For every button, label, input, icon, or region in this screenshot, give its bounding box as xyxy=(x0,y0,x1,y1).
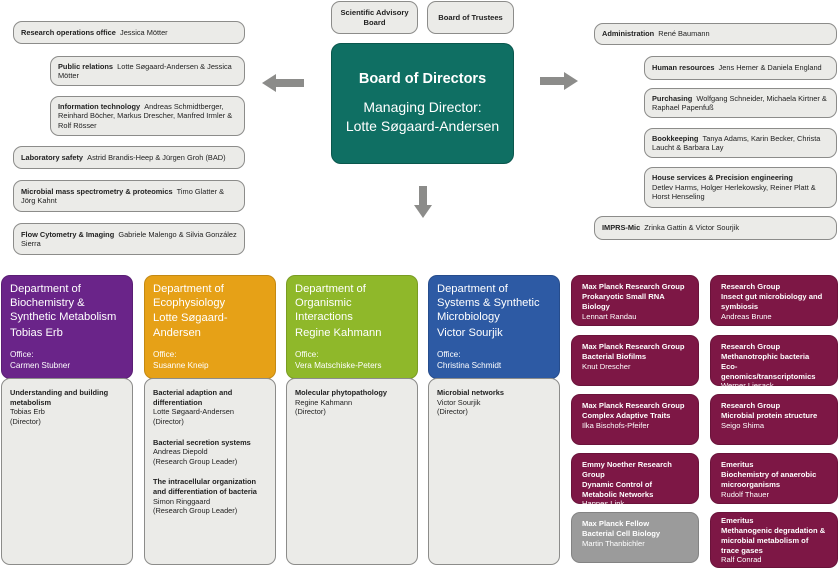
office-label: Office: xyxy=(437,350,461,359)
board-of-trustees-box: Board of Trustees xyxy=(427,1,514,34)
department-systems-header: Department of Systems & Synthetic Microb… xyxy=(428,275,560,379)
office-label: Office: xyxy=(295,350,319,359)
department-head: Regine Kahmann xyxy=(295,326,382,339)
department-name: Department of Ecophysiology xyxy=(153,283,226,310)
department-systems-groups: Microbial networks Victor Sourjik (Direc… xyxy=(428,378,560,565)
max-planck-fellow-box: Max Planck Fellow Bacterial Cell Biology… xyxy=(571,512,699,563)
unit-people: Zrinka Gattin & Victor Sourjik xyxy=(644,223,740,233)
department-head: Victor Sourjik xyxy=(437,326,503,339)
research-group-box: Emmy Noether Research Group Dynamic Cont… xyxy=(571,453,699,508)
information-technology-box: Information technology Andreas Schmidtbe… xyxy=(50,96,245,136)
unit-title: Purchasing xyxy=(652,93,693,103)
unit-people: Timo Glatter & Jörg Kahnt xyxy=(21,186,225,205)
department-organismic-header: Department of Organismic Interactions Re… xyxy=(286,275,418,379)
group-entry: Bacterial adaption and differentiation L… xyxy=(153,388,234,426)
unit-title: Flow Cytometry & Imaging xyxy=(21,229,115,239)
unit-people: Jessica Mötter xyxy=(120,27,168,37)
group-entry: Microbial networks Victor Sourjik (Direc… xyxy=(437,388,504,417)
emeritus-box: Emeritus Methanogenic degradation & micr… xyxy=(710,512,838,568)
board-of-directors-box: Board of Directors Managing Director: Lo… xyxy=(331,43,514,164)
unit-title: IMPRS-Mic xyxy=(602,223,641,233)
unit-title: Human resources xyxy=(652,63,715,73)
mass-spectrometry-box: Microbial mass spectrometry & proteomics… xyxy=(13,180,245,212)
unit-people: René Baumann xyxy=(658,29,710,39)
unit-title: Bookkeeping xyxy=(652,133,699,143)
research-group-box: Max Planck Research Group Complex Adapti… xyxy=(571,394,699,445)
managing-director-name: Lotte Søgaard-Andersen xyxy=(345,118,500,134)
left-arrow-icon xyxy=(262,74,304,92)
purchasing-box: Purchasing Wolfgang Schneider, Michaela … xyxy=(644,88,837,118)
imprs-mic-box: IMPRS-Mic Zrinka Gattin & Victor Sourjik xyxy=(594,216,837,240)
department-head: Lotte Søgaard-Andersen xyxy=(153,312,228,339)
down-arrow-icon xyxy=(414,186,432,218)
research-operations-office-box: Research operations office Jessica Mötte… xyxy=(13,21,245,44)
research-group-box: Max Planck Research Group Bacterial Biof… xyxy=(571,335,699,386)
unit-title: Information technology xyxy=(58,101,141,111)
unit-people: Lotte Søgaard-Andersen & Jessica Mötter xyxy=(58,61,232,80)
group-entry: Molecular phytopathology Regine Kahmann … xyxy=(295,388,387,417)
emeritus-box: Emeritus Biochemistry of anaerobic micro… xyxy=(710,453,838,504)
department-name: Department of Systems & Synthetic Microb… xyxy=(437,283,540,324)
department-name: Department of Organismic Interactions xyxy=(295,283,366,324)
office-label: Office: xyxy=(10,350,34,359)
research-group-box: Research Group Insect gut microbiology a… xyxy=(710,275,838,326)
bookkeeping-box: Bookkeeping Tanya Adams, Karin Becker, C… xyxy=(644,128,837,158)
administration-box: Administration René Baumann xyxy=(594,23,837,45)
unit-people: Andreas Schmidtberger, Reinhard Böcher, … xyxy=(58,101,233,130)
board-title: Board of Directors xyxy=(358,71,487,88)
unit-people: Jens Hemer & Daniela England xyxy=(718,63,822,73)
department-name: Department of Biochemistry & Synthetic M… xyxy=(10,283,117,324)
department-biochemistry-groups: Understanding and building metabolism To… xyxy=(1,378,133,565)
managing-director-label: Managing Director: xyxy=(363,99,482,116)
department-ecophysiology-groups: Bacterial adaption and differentiation L… xyxy=(144,378,276,565)
laboratory-safety-box: Laboratory safety Astrid Brandis-Heep & … xyxy=(13,146,245,169)
board-of-trustees-label: Board of Trustees xyxy=(438,12,503,22)
group-entry: The intracellular organization and diffe… xyxy=(153,477,257,516)
unit-people: Gabriele Malengo & Silvia González Sierr… xyxy=(21,229,237,248)
unit-people: Wolfgang Schneider, Michaela Kirtner & R… xyxy=(652,93,827,112)
public-relations-box: Public relations Lotte Søgaard-Andersen … xyxy=(50,56,245,86)
department-biochemistry-header: Department of Biochemistry & Synthetic M… xyxy=(1,275,133,379)
unit-title: Research operations office xyxy=(21,27,116,37)
unit-people: Detlev Harms, Holger Herlekowsky, Reiner… xyxy=(652,182,816,202)
group-entry: Understanding and building metabolism To… xyxy=(10,388,109,426)
scientific-advisory-board-box: Scientific Advisory Board xyxy=(331,1,418,34)
office-name: Susanne Kneip xyxy=(153,360,209,370)
department-ecophysiology-header: Department of Ecophysiology Lotte Søgaar… xyxy=(144,275,276,379)
scientific-advisory-board-label: Scientific Advisory Board xyxy=(340,7,409,27)
unit-title: Microbial mass spectrometry & proteomics xyxy=(21,186,173,196)
unit-title: House services & Precision engineering xyxy=(652,173,793,183)
unit-title: Administration xyxy=(602,29,655,39)
right-arrow-icon xyxy=(540,72,578,90)
research-group-box: Max Planck Research Group Prokaryotic Sm… xyxy=(571,275,699,326)
human-resources-box: Human resources Jens Hemer & Daniela Eng… xyxy=(644,56,837,80)
office-name: Christina Schmidt xyxy=(437,360,502,370)
office-name: Vera Matschiske-Peters xyxy=(295,360,382,370)
unit-people: Astrid Brandis-Heep & Jürgen Groh (BAD) xyxy=(87,152,226,162)
unit-title: Laboratory safety xyxy=(21,152,84,162)
office-label: Office: xyxy=(153,350,177,359)
group-entry: Bacterial secretion systems Andreas Diep… xyxy=(153,437,251,466)
department-head: Tobias Erb xyxy=(10,326,63,339)
office-name: Carmen Stubner xyxy=(10,360,71,370)
unit-people: Tanya Adams, Karin Becker, Christa Lauch… xyxy=(652,133,821,152)
unit-title: Public relations xyxy=(58,61,114,71)
department-organismic-groups: Molecular phytopathology Regine Kahmann … xyxy=(286,378,418,565)
research-group-box: Research Group Methanotrophic bacteria E… xyxy=(710,335,838,390)
research-group-box: Research Group Microbial protein structu… xyxy=(710,394,838,445)
flow-cytometry-box: Flow Cytometry & Imaging Gabriele Maleng… xyxy=(13,223,245,255)
